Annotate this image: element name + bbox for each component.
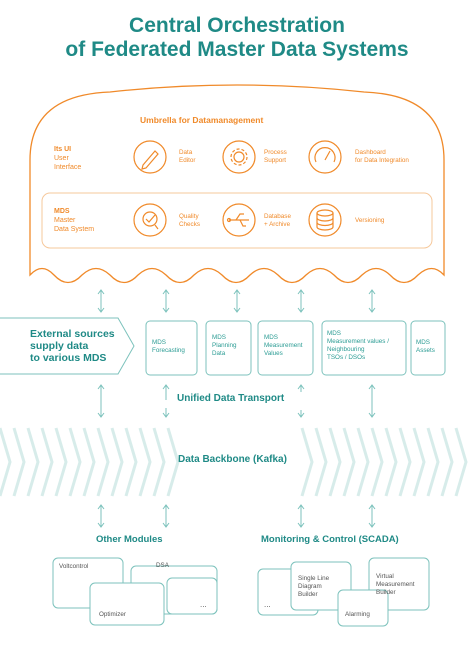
card-scada-ellipsis-label: ... xyxy=(264,600,271,609)
ui-sub-1: User xyxy=(54,155,69,162)
title-line-2: of Federated Master Data Systems xyxy=(65,38,409,61)
unified-transport-label: Unified Data Transport xyxy=(177,393,285,404)
mds-item-3-line-1: Versioning xyxy=(355,217,385,224)
card-single-line-label-1: Single Line xyxy=(298,575,330,582)
ui-item-2-line-1: Process xyxy=(264,149,287,156)
card-single-line-label-3: Builder xyxy=(298,591,318,598)
card-ellipsis-left-label: ... xyxy=(200,600,207,609)
other-modules-heading: Other Modules xyxy=(96,534,163,545)
mds-box-3-line-1: MDS xyxy=(264,334,278,341)
mds-item-1-line-1: Quality xyxy=(179,213,199,220)
pencil-icon xyxy=(133,140,167,174)
gauge-icon xyxy=(308,140,342,174)
card-alarming xyxy=(337,589,389,627)
mds-box-4-line-3: Neighbouring xyxy=(327,346,365,353)
ui-item-3-line-2: for Data Integration xyxy=(355,157,409,164)
quality-check-icon xyxy=(133,203,167,237)
external-line-3: to various MDS xyxy=(30,352,107,364)
external-sources-arrow xyxy=(0,317,135,375)
mds-box-4-line-4: TSOs / DSOs xyxy=(327,354,366,361)
backbone-chevrons xyxy=(0,427,468,497)
mds-box-2-line-2: Planning xyxy=(212,342,237,349)
mds-box-measurement xyxy=(257,320,314,376)
mds-box-1-line-2: Forecasting xyxy=(152,347,185,354)
mds-inner-box xyxy=(41,192,433,249)
mds-box-3-line-2: Measurement xyxy=(264,342,303,349)
umbrella-heading: Umbrella for Datamanagement xyxy=(140,115,264,125)
backbone-label: Data Backbone (Kafka) xyxy=(178,454,287,465)
ui-label: Its UI xyxy=(54,146,72,153)
database-icon xyxy=(308,203,342,237)
card-single-line-label-2: Diagram xyxy=(298,583,322,590)
mds-box-2-line-3: Data xyxy=(212,350,226,357)
mds-box-assets xyxy=(410,320,446,376)
scada-heading: Monitoring & Control (SCADA) xyxy=(261,534,399,545)
page-title: Central Orchestration of Federated Maste… xyxy=(0,14,474,62)
card-voltcontrol-label: Voltcontrol xyxy=(59,563,89,570)
card-single-line xyxy=(290,561,352,611)
card-alarming-label: Alarming xyxy=(345,611,370,618)
mds-box-1-line-1: MDS xyxy=(152,339,166,346)
gear-icon xyxy=(222,140,256,174)
ui-item-1-line-2: Editor xyxy=(179,157,196,164)
usb-icon xyxy=(222,203,256,237)
mds-sub-1: Master xyxy=(54,217,76,224)
mds-box-planning xyxy=(205,320,252,376)
card-optimizer xyxy=(89,582,165,626)
card-virtual-label-3: Builder xyxy=(376,589,396,596)
title-line-1: Central Orchestration xyxy=(129,14,345,37)
umbrella-cloud xyxy=(29,84,445,284)
mds-box-4-line-1: MDS xyxy=(327,330,341,337)
external-line-1: External sources xyxy=(30,328,115,340)
mds-box-neighbouring xyxy=(321,320,407,376)
mds-box-5-line-1: MDS xyxy=(416,339,430,346)
mds-box-3-line-3: Values xyxy=(264,350,283,357)
ui-item-3-line-1: Dashboard xyxy=(355,149,386,156)
mds-sub-2: Data System xyxy=(54,226,95,233)
card-dsa-label: DSA xyxy=(156,562,169,569)
mds-box-4-line-2: Measurement values / xyxy=(327,338,389,345)
ui-item-2-line-2: Support xyxy=(264,157,287,164)
mds-item-2-line-1: Database xyxy=(264,213,291,220)
ui-sub-2: Interface xyxy=(54,164,82,171)
mds-box-5-line-2: Assets xyxy=(416,347,435,354)
mds-box-2-line-1: MDS xyxy=(212,334,226,341)
card-optimizer-label: Optimizer xyxy=(99,611,126,618)
card-ellipsis-left xyxy=(166,577,218,615)
mds-item-1-line-2: Checks xyxy=(179,221,200,228)
card-virtual-label-1: Virtual xyxy=(376,573,394,580)
mds-label: MDS xyxy=(54,208,70,215)
mds-box-forecasting xyxy=(145,320,198,376)
card-virtual-label-2: Measurement xyxy=(376,581,415,588)
ui-item-1-line-1: Data xyxy=(179,149,193,156)
mds-item-2-line-2: + Archive xyxy=(264,221,291,228)
external-line-2: supply data xyxy=(30,340,89,352)
